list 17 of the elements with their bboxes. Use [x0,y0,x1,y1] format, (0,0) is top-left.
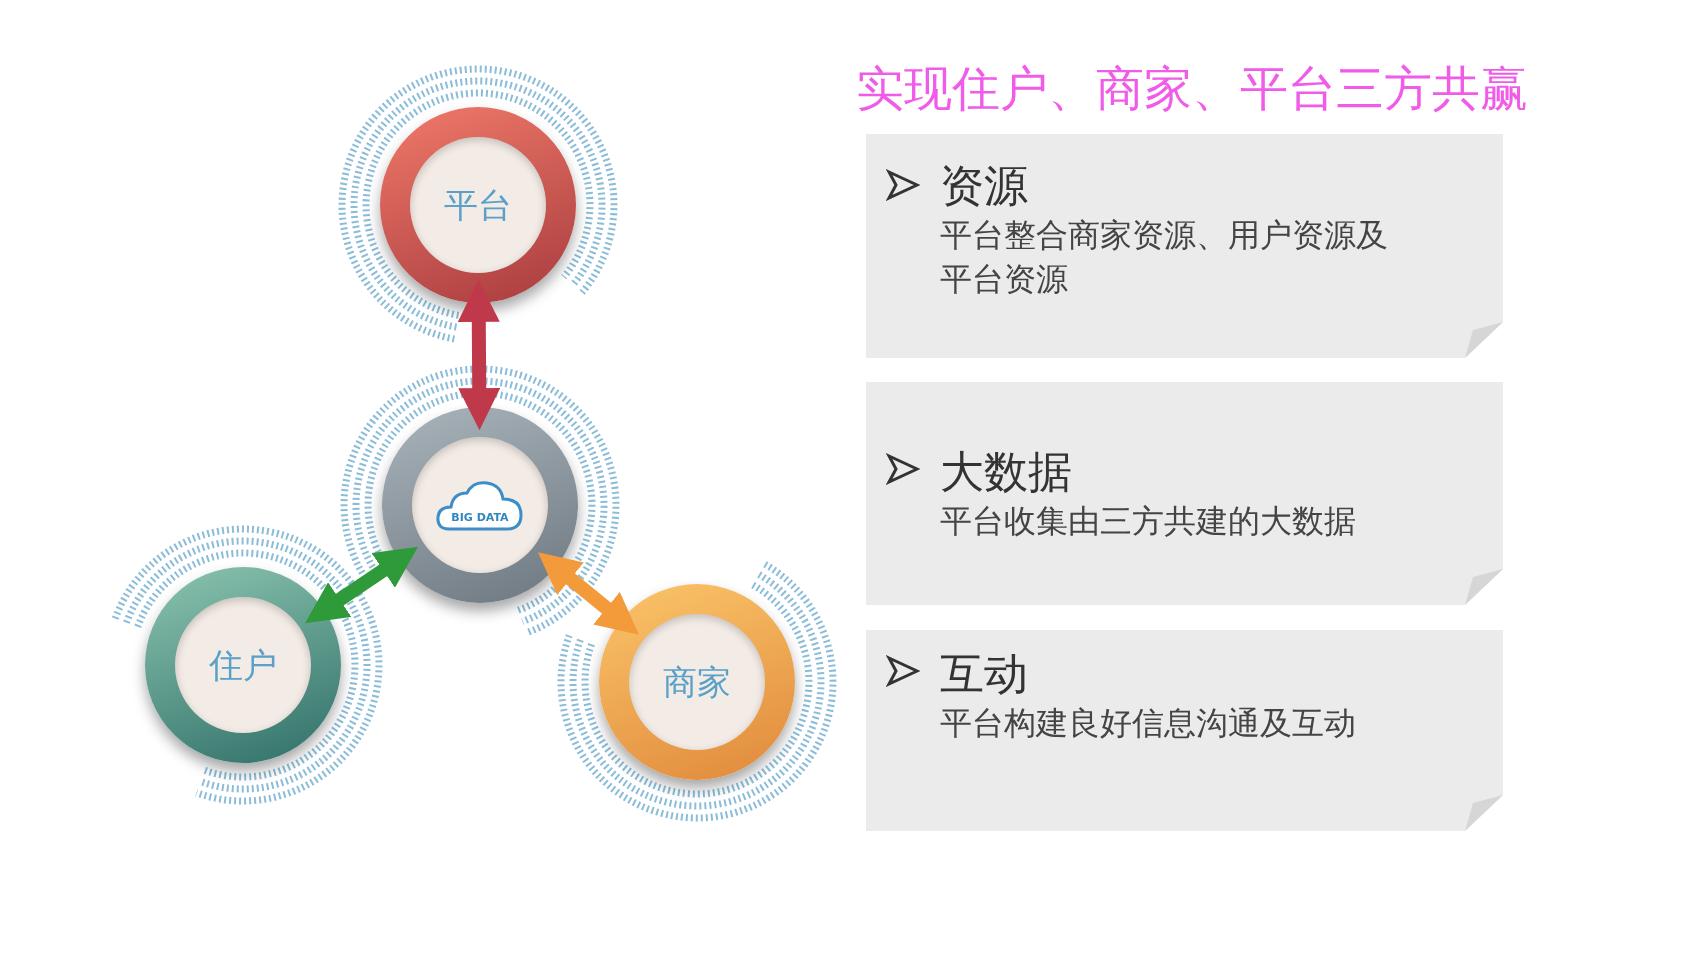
double-arrow [457,279,501,431]
card-text: 平台整合商家资源、用户资源及平台资源 [940,215,1389,300]
card-text: 平台收集由三方共建的大数据 [940,501,1357,542]
double-arrow [305,546,418,624]
circle-label: 平台 [444,183,512,227]
title: 实现住户、商家、平台三方共赢 [856,59,1529,118]
circle-label: 住户 [209,643,277,687]
icon-label: BIG DATA [451,512,509,523]
text-card [866,134,1503,358]
card-heading: 大数据 [940,445,1073,499]
text-card [866,382,1503,605]
card-heading: 资源 [940,159,1029,213]
text-card [866,630,1503,831]
card-text: 平台构建良好信息沟通及互动 [940,703,1357,744]
card-heading: 互动 [940,647,1029,701]
double-arrow [537,552,640,635]
circle-label: 商家 [663,660,731,704]
